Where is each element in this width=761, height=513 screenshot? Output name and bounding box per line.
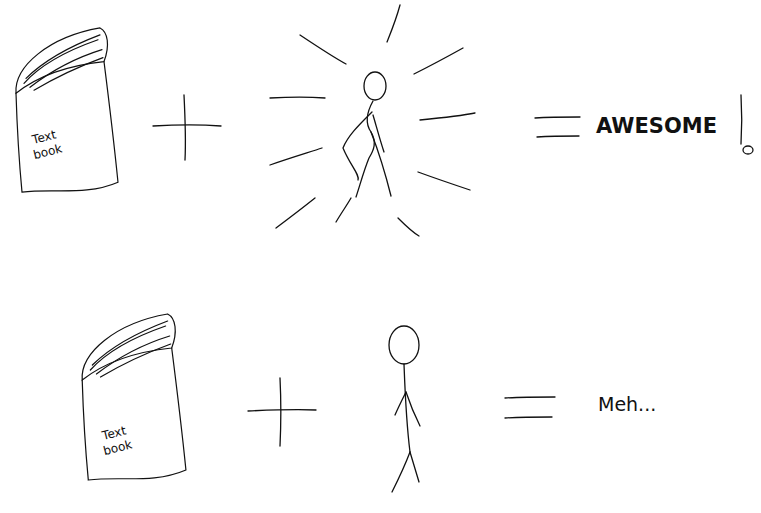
page-line xyxy=(26,35,100,79)
plain-stick-figure xyxy=(389,326,420,492)
page-line xyxy=(30,50,102,88)
page-line xyxy=(34,58,103,91)
textbook-node: Text book xyxy=(70,308,190,488)
textbook-title: Text book xyxy=(93,422,139,461)
exclamation-mark xyxy=(740,95,742,144)
textbook-cover xyxy=(16,62,118,193)
page-line xyxy=(101,344,171,377)
textbook-node: Text book xyxy=(4,22,122,200)
page-line xyxy=(90,326,165,370)
textbook-pages xyxy=(16,28,108,93)
plus-sign xyxy=(279,378,281,446)
page-line xyxy=(96,336,169,374)
glowing-stick-figure xyxy=(270,5,475,236)
textbook-title: Text book xyxy=(23,126,69,165)
page-line xyxy=(24,40,98,84)
equals-sign xyxy=(537,136,579,137)
textbook-outline xyxy=(70,308,190,488)
textbook-cover xyxy=(82,348,186,480)
textbook-pages xyxy=(82,314,175,380)
plus-sign xyxy=(153,125,221,126)
textbook-outline xyxy=(4,22,122,200)
plus-sign xyxy=(184,95,185,160)
equals-sign xyxy=(505,417,552,418)
exclamation-mark xyxy=(743,146,753,154)
result-label: Meh... xyxy=(598,393,656,415)
equals-sign xyxy=(535,117,580,118)
equals-sign xyxy=(505,397,555,398)
page-line xyxy=(92,321,167,365)
plus-sign xyxy=(248,410,316,411)
result-label: AWESOME xyxy=(596,114,717,138)
